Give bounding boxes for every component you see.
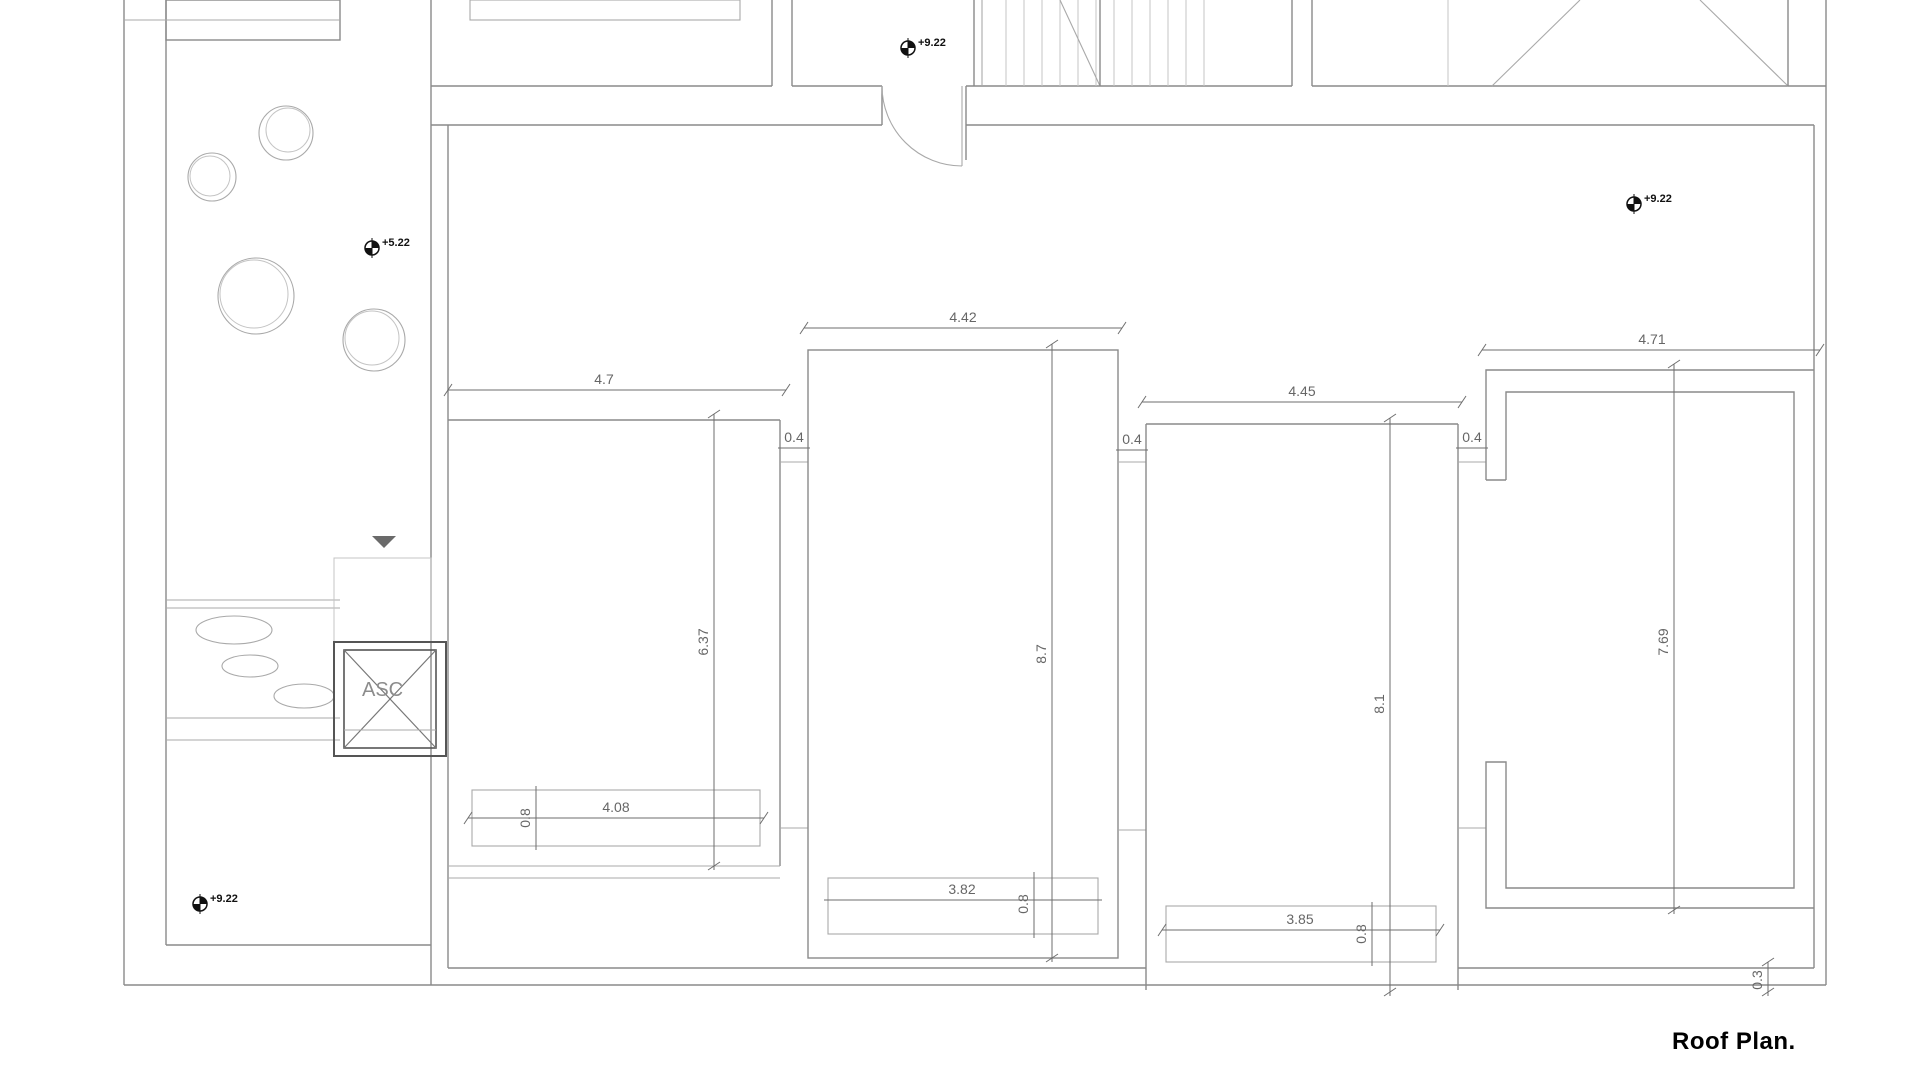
dim-gap-3: 0.4 [1462, 429, 1482, 445]
dim-window1-width: 4.08 [602, 799, 629, 815]
dim-edge-offset: 0.3 [1749, 970, 1765, 990]
dim-room2-width: 4.42 [949, 309, 976, 325]
dim-gap-2: 0.4 [1122, 431, 1142, 447]
dim-room1-width: 4.7 [594, 371, 614, 387]
dim-window2-width: 3.82 [948, 881, 975, 897]
dim-gap-1: 0.4 [784, 429, 804, 445]
dim-window3-height: 0.8 [1353, 924, 1369, 944]
room-4 [1485, 369, 1814, 909]
level-label-terrace: +5.22 [382, 237, 410, 249]
elevator-label: ASC [362, 679, 403, 701]
room-1 [448, 419, 808, 879]
room-3 [1145, 423, 1486, 990]
dim-window2-height: 0.8 [1015, 894, 1031, 914]
down-arrow-icon [372, 536, 396, 548]
room-2 [807, 349, 1146, 959]
dimension-labels: 4.7 4.42 4.45 4.71 0.4 0.4 0.4 6.37 8.7 … [517, 309, 1765, 990]
dim-window3-width: 3.85 [1286, 911, 1313, 927]
dim-room3-width: 4.45 [1288, 383, 1315, 399]
level-label-bottom-left: +9.22 [210, 893, 238, 905]
roof-boundary [447, 125, 1815, 969]
upper-rooms [431, 0, 1826, 167]
window-strips [471, 789, 1437, 963]
level-label-top-right: +9.22 [1644, 193, 1672, 205]
level-marker-top-right: +9.22 [1626, 193, 1672, 214]
drawing-title: Roof Plan. [1672, 1028, 1796, 1055]
dim-room1-depth: 6.37 [695, 628, 711, 655]
dim-room4-width: 4.71 [1638, 331, 1665, 347]
dim-window1-height: 0.8 [517, 808, 533, 828]
terrace-skylights [166, 105, 432, 741]
elevator-shaft: ASC [333, 641, 447, 757]
dim-room3-depth: 8.1 [1371, 694, 1387, 714]
dim-room2-depth: 8.7 [1033, 644, 1049, 664]
dimension-lines [443, 321, 1825, 997]
level-marker-terrace: +5.22 [364, 237, 410, 258]
dim-room4-depth: 7.69 [1655, 628, 1671, 655]
level-label-top-center: +9.22 [918, 37, 946, 49]
building-outline [123, 0, 1827, 986]
level-marker-bottom-left: +9.22 [192, 893, 238, 914]
level-marker-top-center: +9.22 [900, 37, 946, 58]
